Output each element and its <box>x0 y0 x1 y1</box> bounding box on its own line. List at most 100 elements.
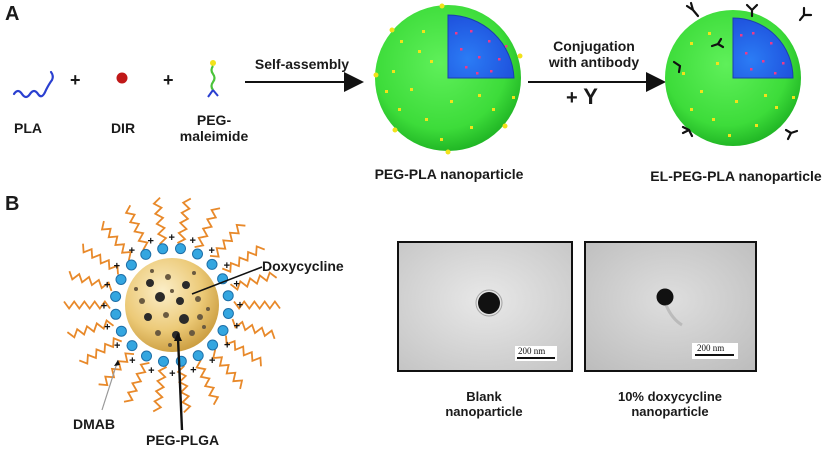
dmab-bead <box>217 325 229 336</box>
drug-dot <box>176 297 184 305</box>
positive-charge: + <box>237 300 243 312</box>
drug-dot <box>202 325 206 329</box>
dmab-label: DMAB <box>73 416 115 432</box>
dmab-bead <box>207 339 219 351</box>
dmab-bead <box>125 259 137 271</box>
drug-dot <box>182 281 190 289</box>
drug-dot <box>163 312 169 318</box>
positive-charge: + <box>169 368 175 380</box>
positive-charge: + <box>208 245 214 257</box>
dmab-bead <box>141 350 152 362</box>
peg-chain <box>176 365 192 414</box>
peg-pla-nanoparticle-label: PEG-PLA nanoparticle <box>374 166 524 182</box>
dmab-bead <box>222 308 234 319</box>
dmab-bead <box>206 258 218 270</box>
positive-charge: + <box>114 260 120 272</box>
peg-chain <box>195 359 220 406</box>
peg-maleimide-icon <box>207 60 219 98</box>
drug-dot <box>170 289 174 293</box>
positive-charge: + <box>190 365 196 377</box>
peg-chain <box>124 204 149 251</box>
peg-chain <box>176 197 192 244</box>
positive-charge: + <box>147 235 153 247</box>
pla-polymer-icon <box>12 70 54 99</box>
peg-chain <box>78 337 123 365</box>
peg-chain <box>221 245 266 273</box>
doxycycline-nanoparticle-schematic: ++++++++++++++++++++ <box>63 196 281 431</box>
peg-chain <box>225 335 262 367</box>
drug-dot <box>168 343 172 347</box>
peg-chain <box>63 299 111 311</box>
dmab-bead <box>157 243 169 255</box>
positive-charge: + <box>189 235 195 247</box>
peg-pla-nanoparticle <box>373 3 523 155</box>
drug-dots <box>134 269 210 347</box>
dmab-bead <box>222 290 234 302</box>
el-peg-pla-nanoparticle <box>665 1 813 146</box>
drug-dot <box>165 274 171 280</box>
positive-charge: + <box>224 260 230 272</box>
positive-charge: + <box>209 355 215 367</box>
peg-chain <box>68 270 113 292</box>
plus-sign-2: + <box>163 70 174 90</box>
plus-sign-1: + <box>70 70 81 90</box>
panel-a-letter: A <box>5 3 20 25</box>
drug-dot <box>192 271 196 275</box>
drug-dot <box>206 307 210 311</box>
peg-chain <box>209 223 246 258</box>
peg-chain <box>82 243 119 275</box>
dir-dye-icon <box>116 72 128 84</box>
peg-chain <box>123 362 150 403</box>
peg-plga-label: PEG-PLGA <box>146 432 220 448</box>
dmab-bead <box>192 248 203 260</box>
dmab-bead <box>110 308 122 320</box>
drug-dot <box>139 298 145 304</box>
peg-chain-spokes <box>63 196 281 414</box>
dmab-bead <box>192 350 204 362</box>
peg-chain <box>152 366 168 413</box>
drug-dot <box>134 287 138 291</box>
drug-dot <box>189 330 195 336</box>
tem-doxycycline-scale-bar: 200 nm <box>697 343 725 353</box>
tem-doxycycline-micrograph <box>586 243 755 370</box>
el-peg-pla-nanoparticle-label: EL-PEG-PLA nanoparticle <box>650 168 822 184</box>
tem-blank-micrograph <box>399 243 571 370</box>
positive-charge: + <box>129 355 135 367</box>
doxycycline-label: Doxycycline <box>262 258 344 274</box>
drug-dot <box>155 292 165 302</box>
pla-label: PLA <box>14 120 42 136</box>
dmab-bead <box>175 243 186 255</box>
surface-charges: ++++++++++++++++++++ <box>101 232 243 380</box>
dmab-bead <box>140 248 152 260</box>
positive-charge: + <box>148 365 154 377</box>
self-assembly-label: Self-assembly <box>254 56 350 72</box>
positive-charge: + <box>234 321 240 333</box>
peg-chain <box>66 319 115 339</box>
peg-chain <box>100 220 132 261</box>
dmab-beads <box>110 243 234 367</box>
positive-charge: + <box>233 279 239 291</box>
dmab-pointer <box>101 359 119 411</box>
peg-chain <box>231 318 276 340</box>
dmab-bead <box>110 291 122 302</box>
positive-charge: + <box>101 300 107 312</box>
drug-dot <box>197 314 203 320</box>
positive-charge: + <box>104 321 110 333</box>
drug-dot <box>146 279 154 287</box>
drug-dot <box>195 296 201 302</box>
tem-blank-caption: Blank nanoparticle <box>445 389 523 419</box>
panel-b-letter: B <box>5 193 20 215</box>
peg-maleimide-label: PEG- maleimide <box>179 112 249 144</box>
dmab-bead <box>115 274 127 285</box>
dmab-bead <box>158 355 169 367</box>
tem-blank-scale-bar: 200 nm <box>518 346 546 356</box>
tem-doxycycline-caption: 10% doxycycline nanoparticle <box>617 389 723 419</box>
positive-charge: + <box>129 245 135 257</box>
dir-label: DIR <box>110 120 136 136</box>
peg-chain <box>194 207 221 248</box>
conjugation-label: Conjugation with antibody <box>548 38 640 70</box>
dmab-bead <box>126 340 138 352</box>
peg-chain <box>233 299 281 311</box>
